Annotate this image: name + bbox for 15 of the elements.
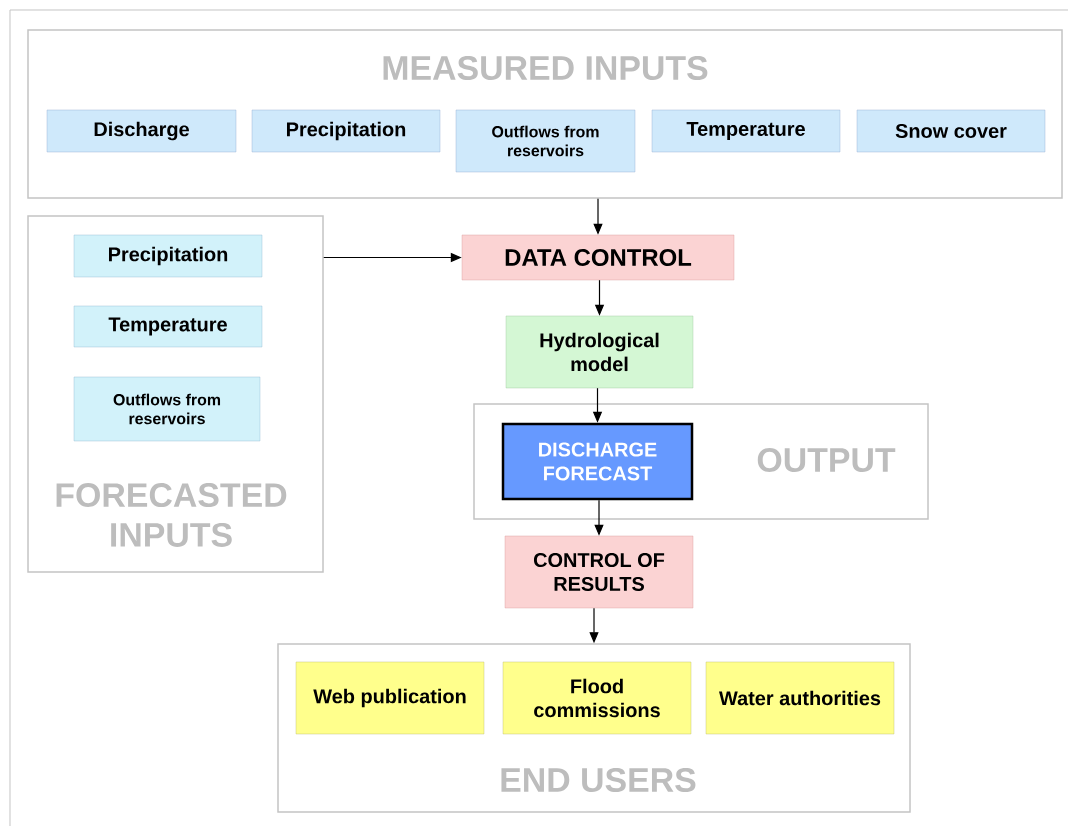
input-box: Discharge (46, 109, 237, 153)
input-box: Temperature (73, 305, 263, 348)
input-box: Outflows from reservoirs (455, 109, 636, 173)
input-box: Temperature (651, 109, 841, 153)
input-box: Snow cover (856, 109, 1046, 153)
output-box: DISCHARGE FORECAST (501, 422, 694, 501)
input-box: Outflows from reservoirs (73, 376, 261, 442)
process-box: Hydrological model (505, 315, 694, 389)
user-box: Flood commissions (502, 661, 692, 735)
user-box: Water authorities (705, 661, 895, 735)
input-box: Precipitation (73, 234, 263, 278)
process-box: CONTROL OF RESULTS (504, 535, 694, 609)
input-box: Precipitation (251, 109, 441, 153)
process-box: DATA CONTROL (461, 234, 735, 281)
user-box: Web publication (295, 661, 485, 735)
